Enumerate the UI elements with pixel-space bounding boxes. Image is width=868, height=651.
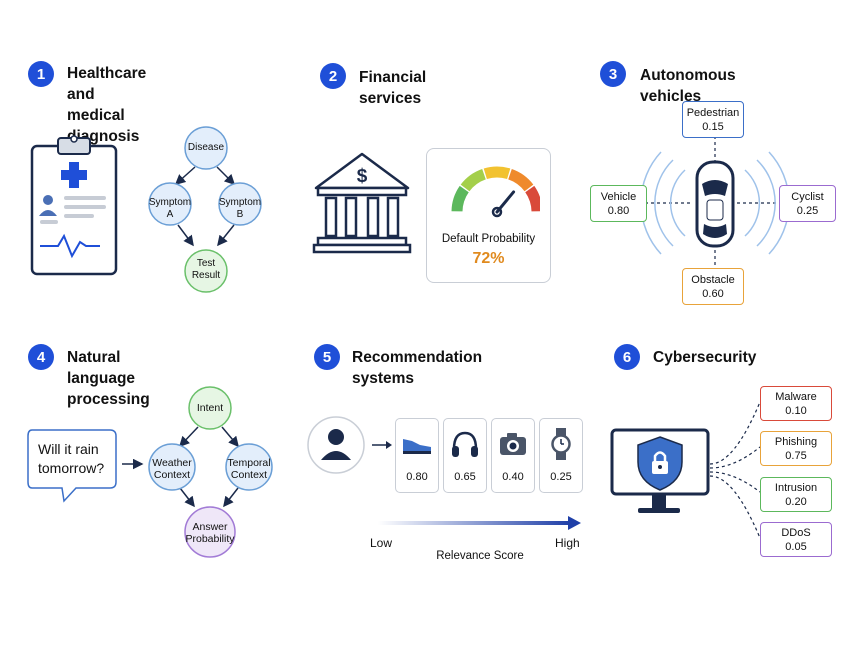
threat-ddos: DDoS 0.05 bbox=[760, 522, 832, 557]
headphones-icon bbox=[452, 431, 478, 457]
diagnosis-network bbox=[148, 126, 262, 293]
panel-5-title: Recommendation systems bbox=[352, 349, 483, 387]
node-weather-context: Weather Context bbox=[152, 457, 192, 481]
sneaker-icon bbox=[403, 439, 431, 454]
nlp-network bbox=[122, 386, 273, 558]
item-score-3: 0.40 bbox=[502, 471, 524, 483]
svg-text:$: $ bbox=[357, 166, 368, 187]
axis-low: Low bbox=[370, 536, 393, 550]
gauge-icon bbox=[451, 166, 540, 218]
monitor-shield-lock-icon bbox=[610, 428, 710, 513]
axis-label: Relevance Score bbox=[436, 550, 524, 562]
node-disease: Disease bbox=[187, 142, 225, 153]
item-score-4: 0.25 bbox=[550, 471, 572, 483]
item-card-1: 0.80 bbox=[395, 418, 439, 493]
panel-4-title: Natural language processing bbox=[67, 349, 150, 408]
threat-phishing: Phishing 0.75 bbox=[760, 431, 832, 466]
item-score-1: 0.80 bbox=[406, 471, 428, 483]
vehicle-scene bbox=[640, 136, 790, 268]
gauge-segment bbox=[460, 168, 487, 192]
step-number-4: 4 bbox=[28, 344, 54, 370]
user-icon bbox=[307, 416, 392, 474]
panel-6-title: Cybersecurity bbox=[653, 349, 757, 366]
node-temporal-context: Temporal Context bbox=[227, 457, 271, 481]
item-card-2: 0.65 bbox=[443, 418, 487, 493]
axis-high: High bbox=[555, 536, 580, 550]
step-number-1: 1 bbox=[28, 61, 54, 87]
node-symptom-a: Symptom A bbox=[148, 197, 192, 220]
detection-vehicle: Vehicle 0.80 bbox=[590, 185, 647, 222]
gauge-segment bbox=[507, 168, 534, 192]
bank-icon: $ bbox=[312, 152, 412, 254]
panel-3-title: Autonomous vehicles bbox=[640, 67, 736, 105]
relevance-gradient-arrow bbox=[378, 516, 581, 530]
gauge-segment bbox=[451, 185, 469, 212]
car-icon bbox=[695, 160, 735, 248]
step-number-2: 2 bbox=[320, 63, 346, 89]
detection-cyclist: Cyclist 0.25 bbox=[779, 185, 836, 222]
threat-malware: Malware 0.10 bbox=[760, 386, 832, 421]
panel-2-title: Financial services bbox=[359, 69, 427, 107]
gauge-segment bbox=[525, 185, 540, 212]
step-number-5: 5 bbox=[314, 344, 340, 370]
threat-intrusion: Intrusion 0.20 bbox=[760, 477, 832, 512]
step-number-3: 3 bbox=[600, 61, 626, 87]
item-card-3: 0.40 bbox=[491, 418, 535, 493]
step-number-6: 6 bbox=[614, 344, 640, 370]
item-score-2: 0.65 bbox=[454, 471, 476, 483]
question-text: Will it rain tomorrow? bbox=[38, 441, 105, 476]
detection-pedestrian: Pedestrian 0.15 bbox=[682, 101, 744, 138]
node-test-result: Test Result bbox=[191, 258, 221, 281]
node-symptom-b: Symptom B bbox=[218, 197, 262, 220]
node-intent: Intent bbox=[196, 402, 224, 414]
gauge-value: 72% bbox=[472, 250, 505, 267]
item-card-4: 0.25 bbox=[539, 418, 583, 493]
camera-icon bbox=[500, 433, 526, 455]
threat-connections bbox=[709, 401, 761, 539]
gauge-segment bbox=[483, 166, 511, 180]
detection-obstacle: Obstacle 0.60 bbox=[682, 268, 744, 305]
watch-icon bbox=[551, 428, 571, 460]
speech-bubble-icon bbox=[27, 429, 117, 503]
gauge-label: Default Probability bbox=[441, 233, 536, 245]
gauge-needle bbox=[495, 190, 516, 214]
panel-1-title: Healthcare and medical diagnosis bbox=[67, 65, 147, 145]
medical-clipboard-icon bbox=[30, 135, 118, 276]
node-answer-probability: Answer Probability bbox=[185, 521, 235, 545]
gauge-card: Default Probability 72% bbox=[426, 148, 551, 283]
